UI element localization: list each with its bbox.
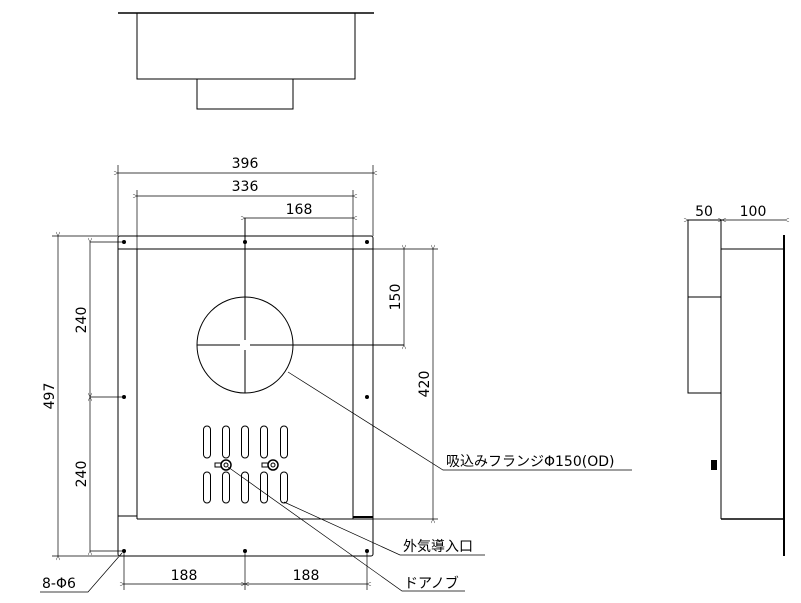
dim-hole-pitch-left: 188	[171, 568, 198, 584]
side-door-knob-icon	[711, 460, 717, 470]
dim-hole-pitch-lower: 240	[74, 461, 90, 488]
leader-lines	[40, 371, 632, 593]
dim-overall-height: 497	[42, 383, 58, 410]
mounting-hole	[365, 240, 369, 244]
vent-slot	[280, 425, 288, 459]
dim-hole-pitch-upper: 240	[74, 307, 90, 334]
dimension-lines	[52, 165, 785, 590]
front-view	[117, 218, 404, 557]
dim-side-body: 100	[740, 204, 767, 220]
vent-slot	[280, 471, 288, 504]
dim-overall-width: 396	[232, 156, 259, 172]
top-view	[118, 12, 374, 110]
mounting-hole	[365, 395, 369, 399]
label-mounting-holes: 8-Φ6	[42, 576, 76, 592]
vent-slot	[203, 425, 211, 459]
vent-slot	[260, 425, 268, 459]
vent-slot	[241, 425, 249, 459]
label-outside-air-inlet: 外気導入口	[403, 539, 473, 555]
dim-side-flange: 50	[695, 204, 713, 220]
side-view	[687, 219, 785, 556]
door-knob-icon	[214, 459, 279, 471]
vent-slot	[222, 425, 230, 459]
dim-center-offset: 168	[286, 202, 313, 218]
label-door-knob: ドアノブ	[404, 575, 459, 592]
mounting-hole	[243, 240, 247, 244]
dim-flange-offset: 150	[388, 284, 404, 311]
vent-slot	[241, 471, 249, 504]
outside-air-inlet-slots	[203, 425, 288, 504]
dim-body-height: 420	[417, 371, 433, 398]
vent-slot	[203, 471, 211, 504]
dim-inner-width: 336	[232, 179, 259, 195]
dim-hole-pitch-right: 188	[293, 568, 320, 584]
label-intake-flange: 吸込みフランジΦ150(OD)	[446, 454, 614, 470]
vent-slot	[260, 471, 268, 504]
vent-slot	[222, 471, 230, 504]
